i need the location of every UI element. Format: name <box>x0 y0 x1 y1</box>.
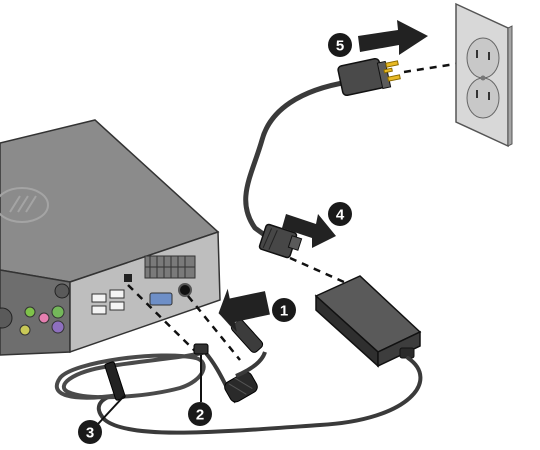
vga-port <box>149 292 173 306</box>
insert-arrow-4 <box>282 214 336 248</box>
front-fan-icon <box>0 307 13 329</box>
callout-3: 3 <box>78 395 125 444</box>
hp-logo-icon <box>0 187 49 223</box>
callout-5: 5 <box>328 33 352 57</box>
outlet-socket-top <box>466 37 500 79</box>
wall-outlet <box>455 2 513 148</box>
callout-label: 2 <box>196 407 204 424</box>
plug-prong <box>387 74 401 82</box>
lock-slot <box>124 274 132 282</box>
callout-2: 2 <box>188 355 212 426</box>
guide-clip-to-slot <box>127 284 197 353</box>
usb-port <box>109 289 125 299</box>
usb-port <box>91 293 107 303</box>
callout-label: 1 <box>280 303 288 320</box>
cord-wire <box>243 79 351 239</box>
adapter-end <box>377 330 421 368</box>
rear-vent-grille <box>144 255 196 279</box>
audio-port-green <box>24 306 36 318</box>
front-port <box>19 324 31 336</box>
callout-label: 4 <box>336 207 345 224</box>
ps2-port-purple <box>51 320 65 334</box>
outlet-socket-bottom <box>466 77 500 119</box>
power-cord <box>243 57 401 259</box>
arrow-down-right-icon <box>282 214 336 248</box>
usb-port <box>109 301 125 311</box>
cable-coil <box>54 350 206 400</box>
cable-clip <box>193 343 209 355</box>
dc-cable <box>54 310 423 435</box>
plug-ground-pin <box>383 67 393 74</box>
callout-4: 4 <box>328 202 352 226</box>
arrow-right-icon <box>358 20 428 55</box>
usb-port <box>91 305 107 315</box>
plug-prong <box>385 60 399 68</box>
arrow-right-icon <box>218 288 270 332</box>
wall-plug <box>337 57 401 97</box>
computer-chassis <box>0 119 221 356</box>
ps2-port-green <box>51 305 65 319</box>
power-adapter <box>314 275 422 368</box>
callout-label: 3 <box>86 425 94 442</box>
callout-1: 1 <box>272 298 296 322</box>
audio-port-pink <box>38 312 50 324</box>
rear-ports <box>0 274 192 336</box>
antenna-port <box>54 283 70 299</box>
callout-label: 5 <box>336 38 344 55</box>
guide-cable-to-jack <box>187 295 241 361</box>
insert-arrow-1 <box>218 288 270 332</box>
insert-arrow-5 <box>358 20 428 55</box>
cord-connector <box>258 223 303 259</box>
dc-cable-wire <box>96 356 423 435</box>
ferrite-core <box>203 350 258 404</box>
power-input-jack <box>178 283 192 297</box>
